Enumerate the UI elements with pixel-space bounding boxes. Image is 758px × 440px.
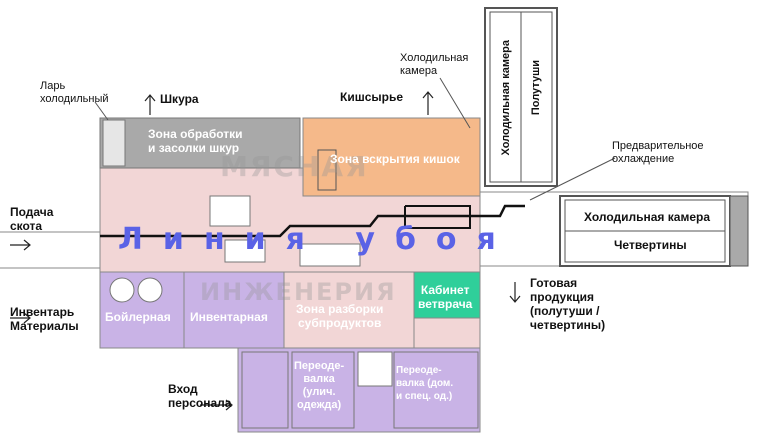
boiler-tank-2 [137,277,163,303]
intestine-arrow [422,91,434,115]
label-finished-product: Готовая продукция (полутуши / четвертины… [530,276,606,332]
watermark-bottom: ИНЖЕНЕРИЯ [200,278,397,306]
changing-shower [357,351,393,387]
label-inventory-materials: Инвентарь Материалы [10,305,79,333]
inventory-arrow [10,312,31,324]
cold-room-vertical-title: Холодильная камера [500,40,512,156]
vet-office-lower [413,317,481,349]
equipment-1 [209,195,251,227]
label-lar: Ларь холодильный [40,80,109,105]
room-slaughter-line: Линия убоя [118,222,516,257]
room-offal-zone: Зона разборки субпродуктов [296,302,384,330]
changing-aux [241,351,289,429]
label-precooling: Предварительное охлаждение [612,140,704,165]
product-arrow [509,282,521,303]
vet-office [413,271,481,319]
precool-pointer [529,157,616,201]
room-changing-2: Переоде- валка (дом. и спец. од.) [396,365,454,402]
room-vet-office: Кабинет ветврача [418,283,473,311]
staff-arrow [200,399,233,411]
cold-room-vertical-sub: Полутуши [530,60,542,116]
label-cattle: Подача скота [10,205,54,233]
room-boiler: Бойлерная [105,310,171,324]
cold-room-horizontal-sub: Четвертины [614,238,687,252]
label-cold-top: Холодильная камера [400,52,469,77]
slaughter-line-track [100,204,525,238]
offal-zone [283,271,415,349]
label-staff-entry: Вход персонала [168,382,232,410]
boiler-tank-1 [109,277,135,303]
lar-pointer [94,101,109,121]
line-loop [404,205,471,229]
intestine-table [317,149,337,191]
changing-room-2 [393,351,479,429]
cold-room-end [729,195,749,267]
room-inventory: Инвентарная [190,310,268,324]
cold-pointer [439,77,471,129]
skin-arrow [144,94,156,115]
cattle-arrow [10,239,31,251]
equipment-3 [299,243,361,267]
skin-zone [99,117,301,169]
changing-room-1 [291,351,355,429]
cold-room-horizontal-title: Холодильная камера [584,210,710,224]
equipment-2 [224,239,266,263]
label-kishsyre: Кишсырье [340,90,404,104]
inventory-room [183,271,285,349]
freezer-chest [102,119,126,167]
label-shkura: Шкура [160,92,199,106]
room-intestine-zone: Зона вскрытия кишок [330,152,460,166]
room-changing-1: Переоде- валка (улич. одежда) [294,360,345,411]
watermark-top: МЯСНАЯ [220,150,369,183]
room-skin-zone: Зона обработки и засолки шкур [148,127,243,155]
